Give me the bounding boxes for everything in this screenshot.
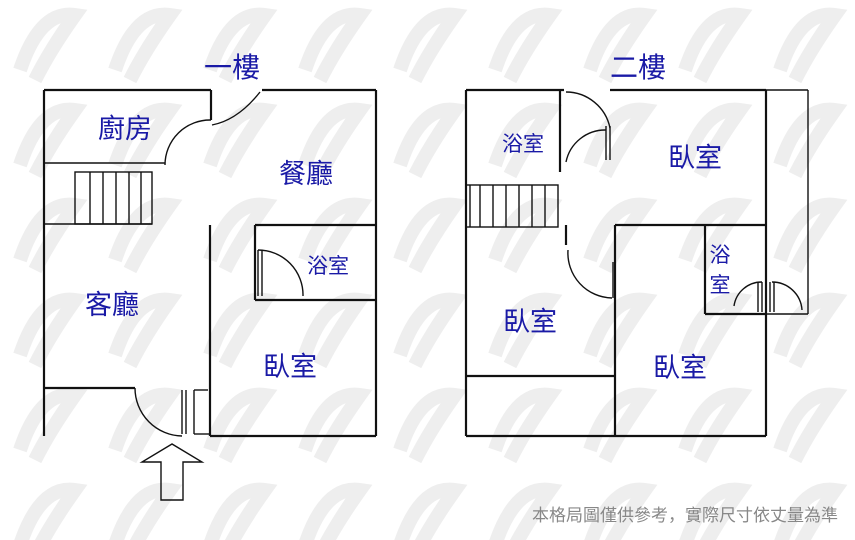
- watermark-swirl: [203, 292, 278, 369]
- watermark-swirl: [488, 197, 563, 274]
- front-door-swing: [211, 91, 261, 126]
- stairs-floor-2: [465, 184, 559, 228]
- watermark-swirl: [108, 292, 183, 369]
- up-arrow-icon: [139, 443, 205, 501]
- watermark-swirl: [13, 197, 88, 274]
- watermark-swirl: [488, 7, 563, 84]
- watermark-swirl: [583, 292, 658, 369]
- watermark-swirl: [489, 482, 563, 540]
- floor-1-title: 一樓: [204, 51, 260, 84]
- watermark-swirl: [298, 197, 373, 274]
- watermark-swirl: [298, 102, 373, 179]
- watermark-swirl: [298, 387, 373, 464]
- watermark-swirl: [393, 387, 468, 464]
- balcony-door-swing: [771, 281, 803, 311]
- room-label-bedroom: 臥室: [263, 352, 317, 383]
- watermark-swirl: [108, 7, 183, 84]
- watermark-swirl: [773, 197, 848, 274]
- watermark-swirl: [773, 292, 848, 369]
- watermark-swirl: [13, 7, 88, 84]
- watermark-swirl: [773, 102, 848, 179]
- watermark-swirl: [488, 387, 563, 464]
- room-label-bedroom-mid-left: 臥室: [503, 307, 557, 338]
- watermark-swirl: [678, 7, 753, 84]
- watermark-pattern: [13, 7, 848, 540]
- watermark-swirl: [13, 102, 88, 179]
- watermark-swirl: [203, 387, 278, 464]
- watermark-swirl: [583, 102, 658, 179]
- disclaimer-text: 本格局圖僅供參考，實際尺寸依丈量為準: [532, 506, 838, 526]
- watermark-swirl: [394, 482, 468, 540]
- watermark-swirl: [488, 102, 563, 179]
- watermark-swirl: [203, 7, 278, 84]
- floor-2-plan: 二樓: [464, 51, 809, 438]
- floor-2-title: 二樓: [610, 51, 666, 84]
- watermark-swirl: [488, 292, 563, 369]
- room-label-dining: 餐廳: [279, 159, 333, 190]
- watermark-swirl: [13, 292, 88, 369]
- room-label-living: 客廳: [85, 290, 139, 321]
- watermark-swirl: [203, 197, 278, 274]
- watermark-swirl: [299, 482, 373, 540]
- floor-1-plan: 一樓: [42, 51, 378, 501]
- watermark-swirl: [393, 102, 468, 179]
- kitchen-door-swing: [164, 119, 212, 166]
- room-label-small-bath-a: 浴: [710, 243, 731, 267]
- watermark-swirl: [393, 7, 468, 84]
- watermark-swirl: [584, 482, 658, 540]
- watermark-swirl: [773, 387, 848, 464]
- watermark-swirl: [203, 102, 278, 179]
- watermark-swirl: [393, 197, 468, 274]
- room-label-small-bath-b: 室: [710, 273, 731, 297]
- watermark-swirl: [583, 7, 658, 84]
- room-label-bedroom-top-right: 臥室: [668, 143, 722, 174]
- watermark-swirl: [393, 292, 468, 369]
- watermark-swirl: [108, 387, 183, 464]
- watermark-swirl: [14, 482, 88, 540]
- watermark-swirl: [774, 482, 848, 540]
- watermark-swirl: [108, 197, 183, 274]
- bathroom-door-swing: [565, 91, 611, 129]
- watermark-swirl: [204, 482, 278, 540]
- watermark-swirl: [13, 387, 88, 464]
- room-label-bathroom: 浴室: [307, 254, 349, 278]
- watermark-swirl: [678, 292, 753, 369]
- watermark-swirl: [773, 7, 848, 84]
- room-label-kitchen: 廚房: [98, 114, 152, 145]
- watermark-swirl: [583, 197, 658, 274]
- watermark-swirl: [679, 482, 753, 540]
- watermark-swirl: [678, 197, 753, 274]
- bathroom-door-swing: [565, 129, 607, 163]
- watermark-swirl: [109, 482, 183, 540]
- watermark-swirl: [298, 7, 373, 84]
- bathroom-door-swing: [257, 249, 304, 297]
- room-label-bathroom-top: 浴室: [502, 132, 544, 156]
- watermark-swirl: [678, 102, 753, 179]
- watermark-swirl: [678, 387, 753, 464]
- room-label-bedroom-bottom-right: 臥室: [653, 353, 707, 384]
- watermark-swirl: [108, 102, 183, 179]
- bedroom-door-swing: [567, 249, 613, 299]
- stairs-floor-1: [44, 171, 153, 225]
- entry-door-swing: [134, 387, 183, 437]
- watermark-swirl: [583, 387, 658, 464]
